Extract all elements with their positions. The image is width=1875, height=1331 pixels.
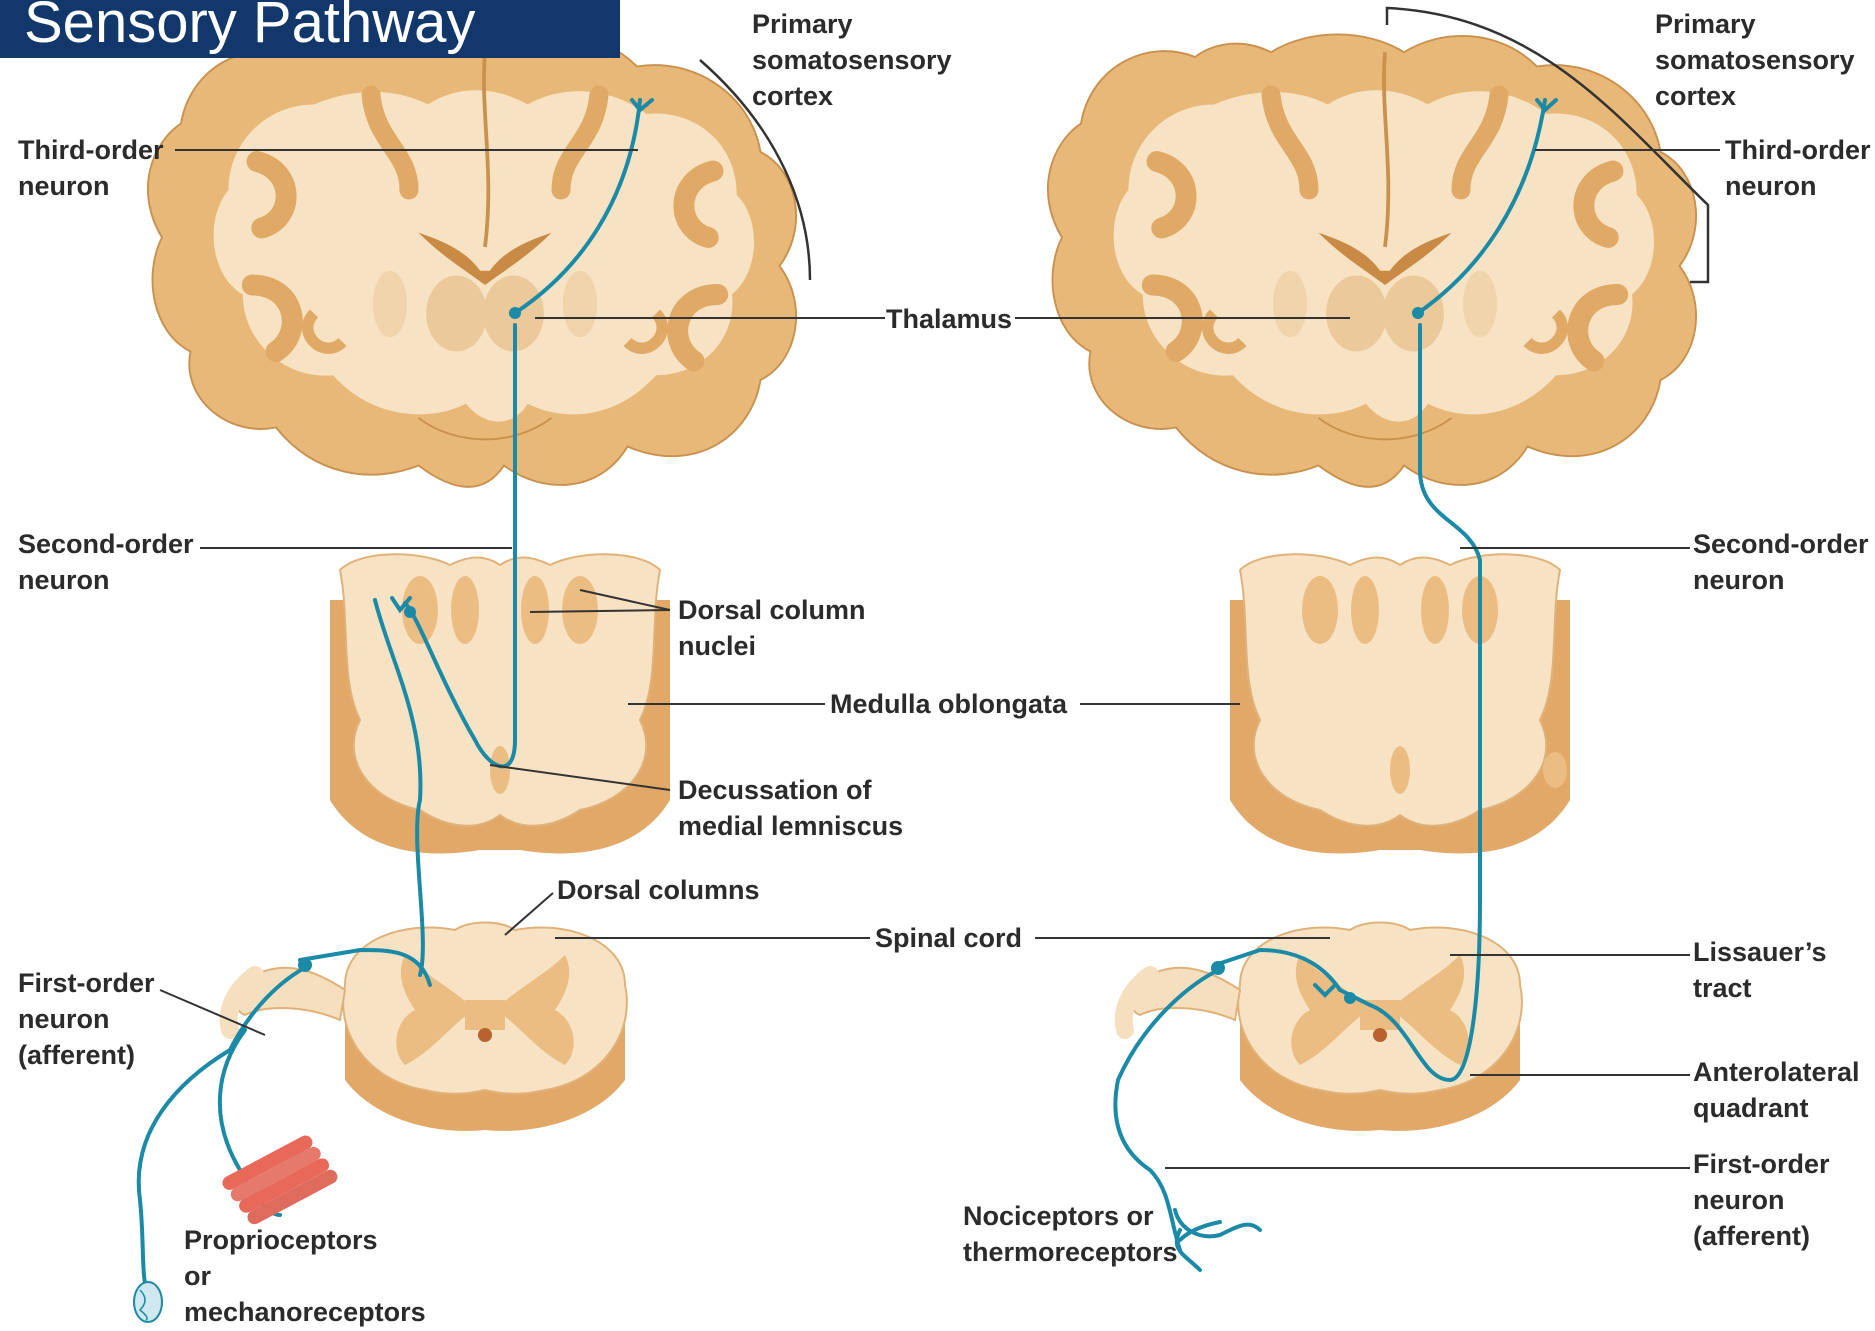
right-third-order-label: Third-order neuron [1725,132,1871,204]
dorsal-columns-label: Dorsal columns [557,872,760,908]
medulla-label: Medulla oblongata [830,686,1067,722]
left-brain-section [148,34,796,486]
right-spinal-cord-section [1124,923,1522,1131]
left-primary-cortex-label: Primary somatosensory cortex [752,6,952,114]
left-third-order-label: Third-order neuron [18,132,164,204]
page-title: Sensory Pathway [24,0,475,58]
left-first-order-label: First-order neuron (afferent) [18,965,155,1073]
left-second-order-label: Second-order neuron [18,526,194,598]
decussation-label: Decussation of medial lemniscus [678,772,903,844]
right-first-order-label: First-order neuron (afferent) [1693,1146,1830,1254]
left-receptors-label: Proprioceptors or mechanoreceptors [184,1222,426,1330]
right-primary-cortex-label: Primary somatosensory cortex [1655,6,1855,114]
thalamus-label: Thalamus [886,301,1012,337]
dorsal-column-nuclei-label: Dorsal column nuclei [678,592,866,664]
skin-receptor [134,1282,162,1322]
lissauer-tract-label: Lissauer’s tract [1693,934,1827,1006]
left-spinal-cord-section [229,923,627,1131]
spinal-cord-label: Spinal cord [875,920,1022,956]
right-second-order-label: Second-order neuron [1693,526,1869,598]
right-receptors-label: Nociceptors or thermoreceptors [963,1198,1178,1270]
title-bar: Sensory Pathway [0,0,620,58]
right-brain-section [1048,34,1696,486]
anterolateral-quadrant-label: Anterolateral quadrant [1693,1054,1860,1126]
right-medulla-section [1230,554,1570,853]
